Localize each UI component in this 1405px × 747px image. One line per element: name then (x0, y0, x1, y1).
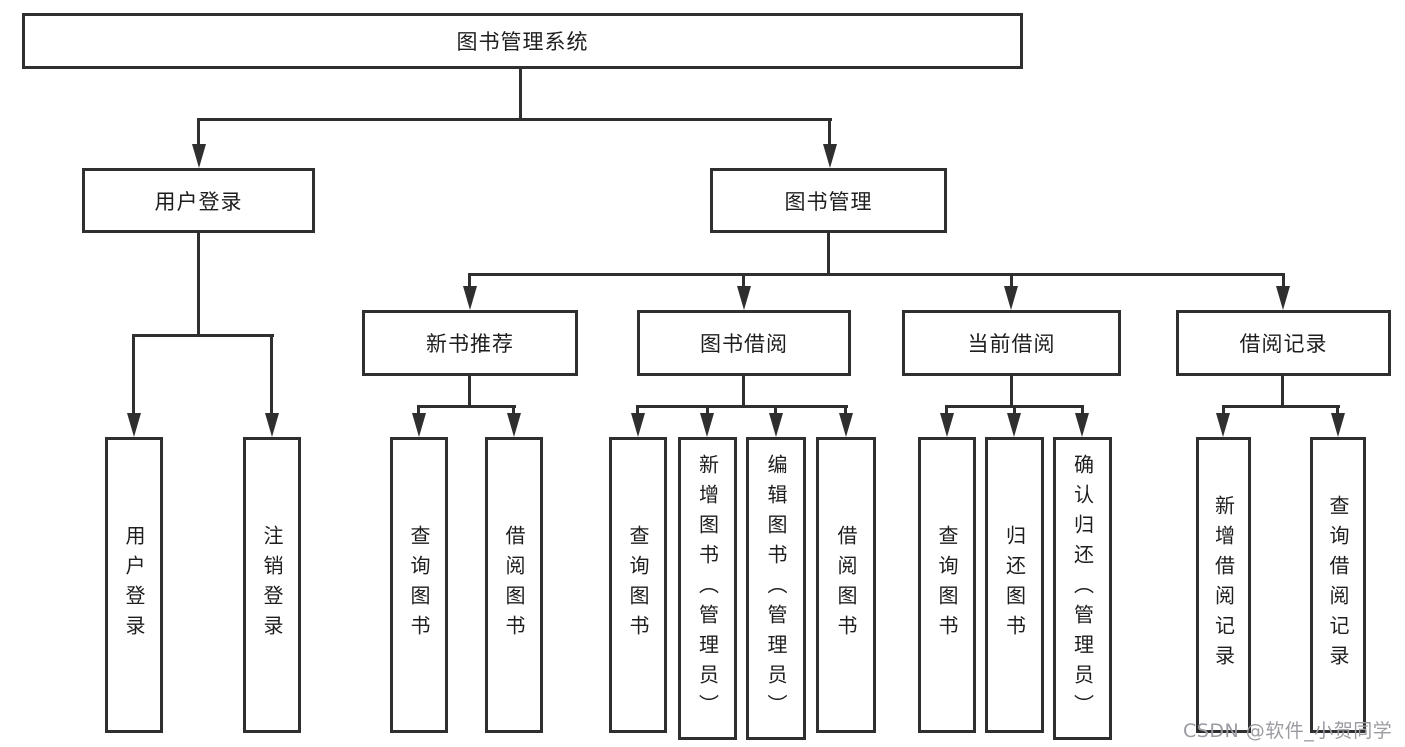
node-book-borrow: 图书借阅 (637, 310, 851, 376)
node-user-login-label: 用户登录 (154, 189, 243, 214)
leaf-borrow-books-label: 借阅图书 (834, 525, 858, 645)
arrowhead-down-icon (1075, 413, 1089, 437)
connector-stem (1282, 273, 1285, 290)
connector-vline (519, 69, 522, 118)
arrowhead-down-icon (127, 413, 141, 437)
connector-vline (468, 376, 471, 408)
connector-stem (1010, 273, 1013, 290)
connector-stem (512, 405, 515, 417)
node-borrow-records-label: 借阅记录 (1239, 332, 1328, 356)
leaf-borrow-books-recommend-label: 借阅图书 (502, 525, 526, 645)
leaf-confirm-return-admin-label: 确认归还（管理员） (1070, 453, 1095, 724)
connector-stem (742, 273, 745, 290)
arrowhead-down-icon (737, 286, 751, 310)
connector-hline (468, 273, 1285, 276)
leaf-query-borrow-record-label: 查询借阅记录 (1326, 495, 1350, 675)
leaf-query-books-borrow-label: 查询图书 (626, 525, 650, 645)
node-book-mgmt-label: 图书管理 (784, 189, 873, 214)
connector-hline (198, 118, 832, 121)
node-current-borrow: 当前借阅 (902, 310, 1121, 376)
node-new-book-recommend-label: 新书推荐 (426, 332, 514, 356)
leaf-add-book-admin-label: 新增图书（管理员） (695, 453, 720, 724)
connector-vline (742, 376, 745, 408)
connector-vline (1010, 376, 1013, 408)
node-borrow-records: 借阅记录 (1176, 310, 1391, 376)
connector-stem (1013, 405, 1016, 417)
leaf-logout-label: 注销登录 (260, 525, 284, 645)
arrowhead-down-icon (700, 413, 714, 437)
connector-stem (132, 334, 135, 417)
leaf-add-borrow-record: 新增借阅记录 (1196, 437, 1251, 733)
leaf-confirm-return-admin: 确认归还（管理员） (1053, 437, 1112, 740)
leaf-query-books-borrow: 查询图书 (609, 437, 667, 733)
connector-hline (132, 334, 274, 337)
arrowhead-down-icon (412, 413, 426, 437)
leaf-add-book-admin: 新增图书（管理员） (678, 437, 737, 740)
arrowhead-down-icon (1331, 413, 1345, 437)
leaf-query-books-recommend: 查询图书 (390, 437, 448, 733)
node-new-book-recommend: 新书推荐 (362, 310, 578, 376)
arrowhead-down-icon (1216, 413, 1230, 437)
node-user-login: 用户登录 (82, 168, 315, 233)
arrowhead-down-icon (940, 413, 954, 437)
leaf-logout: 注销登录 (243, 437, 301, 733)
connector-stem (945, 405, 948, 417)
leaf-add-borrow-record-label: 新增借阅记录 (1211, 495, 1236, 675)
watermark-text: CSDN @软件_小贺同学 (1183, 720, 1393, 742)
connector-vline (197, 233, 200, 337)
arrowhead-down-icon (265, 413, 279, 437)
connector-stem (270, 334, 273, 417)
leaf-return-book-label: 归还图书 (1002, 525, 1027, 645)
node-current-borrow-label: 当前借阅 (967, 332, 1056, 356)
connector-stem (1081, 405, 1084, 417)
leaf-query-books-current: 查询图书 (918, 437, 976, 733)
leaf-user-login-label: 用户登录 (122, 525, 146, 645)
leaf-edit-book-admin-label: 编辑图书（管理员） (764, 453, 788, 724)
connector-hline (636, 405, 848, 408)
connector-hline (417, 405, 516, 408)
connector-vline (1281, 376, 1284, 408)
node-book-mgmt: 图书管理 (710, 168, 947, 233)
connector-stem (636, 405, 639, 417)
leaf-query-books-current-label: 查询图书 (935, 525, 959, 645)
arrowhead-down-icon (823, 144, 837, 168)
connector-stem (706, 405, 709, 417)
node-root: 图书管理系统 (22, 13, 1023, 69)
arrowhead-down-icon (507, 413, 521, 437)
arrowhead-down-icon (839, 413, 853, 437)
connector-stem (468, 273, 471, 290)
connector-stem (828, 118, 831, 148)
node-root-label: 图书管理系统 (456, 30, 589, 54)
arrowhead-down-icon (631, 413, 645, 437)
arrowhead-down-icon (463, 286, 477, 310)
arrowhead-down-icon (1004, 286, 1018, 310)
leaf-query-borrow-record: 查询借阅记录 (1310, 437, 1366, 733)
connector-stem (197, 118, 200, 148)
leaf-borrow-books-recommend: 借阅图书 (485, 437, 543, 733)
connector-stem (844, 405, 847, 417)
connector-stem (417, 405, 420, 417)
connector-stem (1336, 405, 1339, 417)
leaf-borrow-books: 借阅图书 (816, 437, 876, 733)
arrowhead-down-icon (1276, 286, 1290, 310)
arrowhead-down-icon (192, 144, 206, 168)
connector-hline (1222, 405, 1340, 408)
leaf-user-login: 用户登录 (105, 437, 163, 733)
arrowhead-down-icon (1007, 413, 1021, 437)
node-book-borrow-label: 图书借阅 (700, 332, 788, 356)
connector-stem (774, 405, 777, 417)
leaf-return-book: 归还图书 (985, 437, 1044, 733)
connector-stem (1222, 405, 1225, 417)
arrowhead-down-icon (769, 413, 783, 437)
connector-vline (827, 232, 830, 276)
leaf-edit-book-admin: 编辑图书（管理员） (746, 437, 806, 740)
leaf-query-books-recommend-label: 查询图书 (407, 525, 431, 645)
